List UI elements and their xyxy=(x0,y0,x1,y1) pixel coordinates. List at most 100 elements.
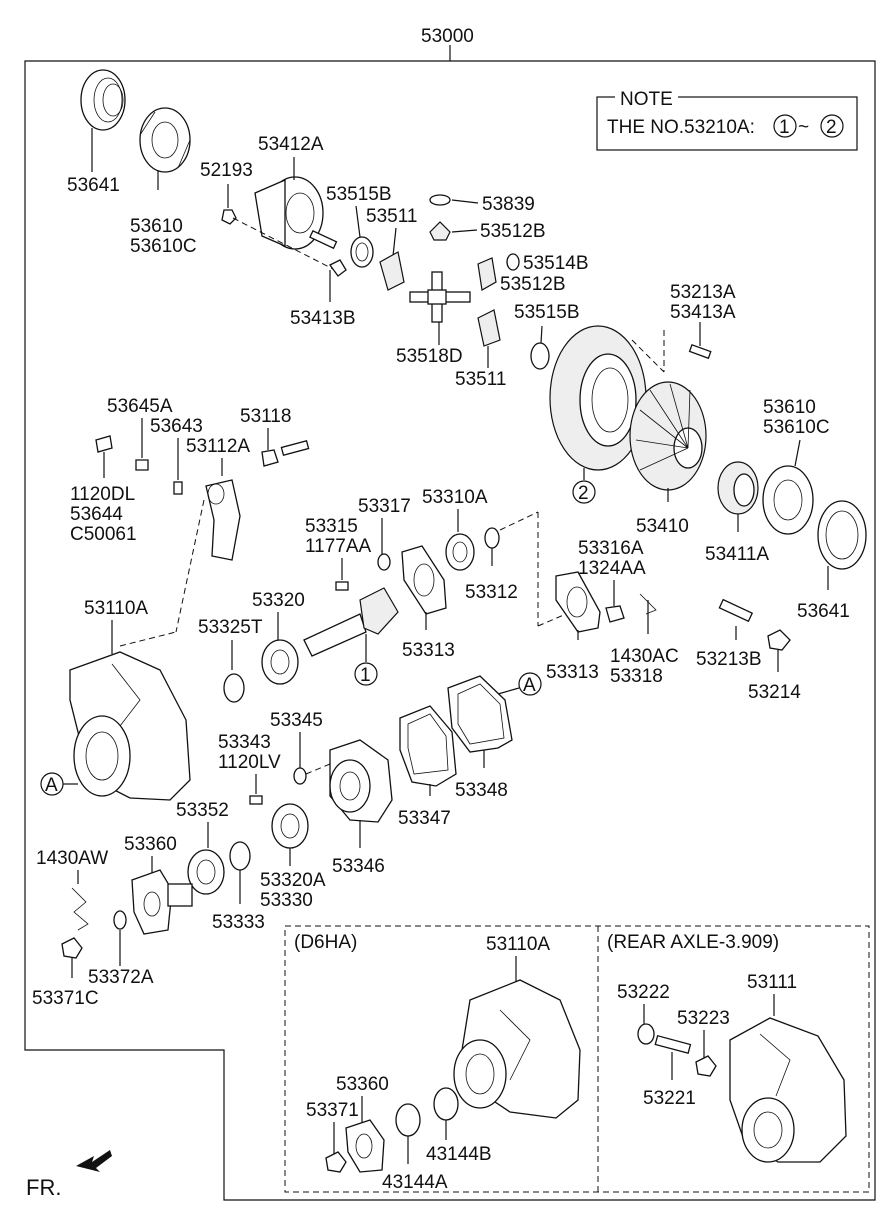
part-number-label: 53371C xyxy=(32,988,99,1009)
carrier-housing-rear xyxy=(729,1017,847,1163)
part-number-label: 53643 xyxy=(150,416,203,437)
part-number-label: 53352 xyxy=(176,800,229,821)
part-number-label: 53511 xyxy=(366,206,417,227)
reference-marker: 2 xyxy=(578,483,589,504)
front-direction-label: FR. xyxy=(26,1175,61,1200)
outline-frame xyxy=(24,60,876,1201)
part-number-label: 53312 xyxy=(465,582,518,603)
part-number-label: 53515B xyxy=(326,184,392,205)
part-number-label: 53512B xyxy=(480,221,546,242)
differential-case xyxy=(629,381,707,491)
part-number-label: 53511 xyxy=(455,369,506,390)
part-number-label: 43144A xyxy=(382,1172,448,1193)
part-number-label: 53345 xyxy=(270,710,323,731)
part-number-label: 53346 xyxy=(332,856,385,877)
part-number-label: 53320A xyxy=(260,870,326,891)
part-number-label: 53641 xyxy=(797,601,850,622)
part-number-label: 53221 xyxy=(643,1088,696,1109)
part-number-label: 53360 xyxy=(336,1074,389,1095)
part-number-label: 1430AC xyxy=(610,646,679,667)
part-number-label: 53347 xyxy=(398,808,451,829)
part-number-label: 1120DL xyxy=(70,484,135,505)
part-number-label: 53222 xyxy=(617,982,670,1003)
part-number-label: 53316A xyxy=(578,538,644,559)
part-number-label: 53330 xyxy=(260,890,313,911)
bolt-53413b xyxy=(309,230,347,277)
gear-53411a xyxy=(717,461,759,515)
part-number-label: 53410 xyxy=(636,516,689,537)
part-number-label: 53214 xyxy=(748,682,801,703)
part-number-label: 53413B xyxy=(290,308,356,329)
part-number-label: 53645A xyxy=(107,396,173,417)
front-arrow-icon xyxy=(76,1150,112,1172)
part-number-label: 53610C xyxy=(763,417,830,438)
section-rear-axle: (REAR AXLE-3.909) xyxy=(607,932,779,953)
bearing-right xyxy=(762,465,814,535)
part-number-label: 53325T xyxy=(198,617,263,638)
part-number-label: 53111 xyxy=(747,972,797,993)
part-number-label: 53213A xyxy=(670,282,736,303)
shim-plate-left xyxy=(401,545,447,615)
part-number-label: 53610 xyxy=(130,216,183,237)
oil-seal-top xyxy=(80,69,126,131)
part-number-label: 53213B xyxy=(696,649,762,670)
part-number-label: 1177AA xyxy=(305,536,372,557)
svg-text:NOTE: NOTE xyxy=(620,89,673,110)
part-number-label: 53412A xyxy=(258,134,324,155)
assembly-number: 53000 xyxy=(421,26,474,47)
option-box xyxy=(284,925,870,1193)
part-number-label: 53320 xyxy=(252,590,305,611)
drive-pinion xyxy=(303,587,399,657)
gasket-53347 xyxy=(399,705,457,787)
carrier-housing xyxy=(69,651,191,801)
part-number-label: 53110A xyxy=(486,934,550,955)
spider-cross xyxy=(409,271,471,323)
svg-text:1: 1 xyxy=(779,117,790,138)
part-number-label: 1324AA xyxy=(578,558,646,579)
part-number-label: 1430AW xyxy=(36,848,108,869)
bearing-cap xyxy=(205,479,241,561)
part-number-label: 53223 xyxy=(677,1008,730,1029)
section-d6ha: (D6HA) xyxy=(294,932,357,953)
part-number-label: 53313 xyxy=(546,662,599,683)
part-number-label: 53512B xyxy=(500,274,566,295)
svg-text:2: 2 xyxy=(826,117,837,138)
gasket-53348 xyxy=(447,675,513,753)
companion-flange xyxy=(131,869,193,935)
part-number-label: 53348 xyxy=(455,780,508,801)
note-box: NOTE THE NO.53210A: 1 ~ 2 xyxy=(596,88,858,151)
part-number-label: 53641 xyxy=(67,175,120,196)
part-number-label: 53112A xyxy=(186,436,250,457)
shim-plate-right xyxy=(555,571,601,633)
part-number-label: 53411A xyxy=(705,544,769,565)
part-number-label: 53644 xyxy=(70,504,123,525)
part-number-label: 53371 xyxy=(306,1100,359,1121)
differential-case-half xyxy=(254,176,324,250)
bearing-retainer xyxy=(329,739,393,823)
part-number-label: 53310A xyxy=(422,487,488,508)
bearing-race-right xyxy=(817,500,867,570)
reference-marker: A xyxy=(45,775,58,796)
part-number-label: 53514B xyxy=(523,253,589,274)
reference-marker: 1 xyxy=(360,665,371,686)
part-number-label: 53318 xyxy=(610,666,663,687)
part-number-label: 53315 xyxy=(305,516,358,537)
part-number-label: C50061 xyxy=(70,524,137,545)
carrier-housing-d6ha xyxy=(453,979,581,1119)
part-number-label: 1120LV xyxy=(218,752,281,773)
part-number-label: 53343 xyxy=(218,732,271,753)
part-number-label: 53118 xyxy=(240,406,291,427)
flange-d6ha xyxy=(345,1119,385,1173)
part-number-label: 43144B xyxy=(426,1144,492,1165)
part-number-label: 53372A xyxy=(88,967,154,988)
part-number-label: 53518D xyxy=(396,346,463,367)
svg-text:~: ~ xyxy=(798,117,809,138)
svg-text:THE NO.53210A:: THE NO.53210A: xyxy=(607,117,755,138)
part-number-label: 53317 xyxy=(358,496,411,517)
reference-marker: A xyxy=(523,675,536,696)
part-number-label: 53333 xyxy=(212,912,265,933)
part-number-label: 53610C xyxy=(130,236,197,257)
part-number-label: 53413A xyxy=(670,302,736,323)
ring-gear xyxy=(549,325,647,471)
